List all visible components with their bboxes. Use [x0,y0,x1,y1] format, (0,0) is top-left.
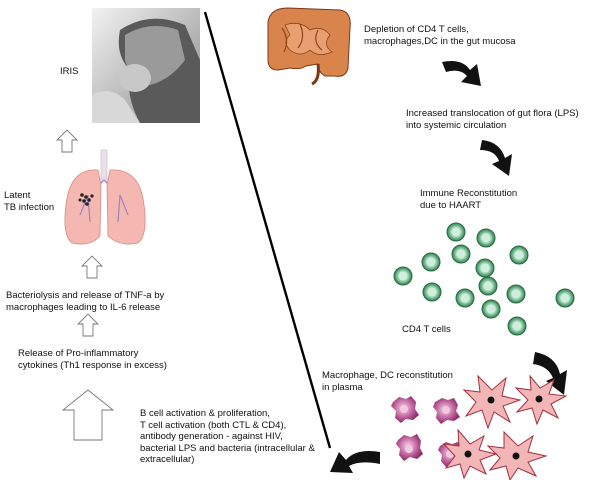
cd4-t-cell [422,282,442,302]
cd4-t-cell [451,244,471,264]
patient-photo [92,8,200,124]
up-arrow-large [61,389,115,441]
cd4-cell-cluster [393,222,575,336]
up-arrow-3 [76,313,100,337]
b-cell-activation-label: B cell activation & proliferation, T cel… [140,408,315,465]
macrophage-reconstitution-label: Macrophage, DC reconstitution in plasma [322,370,453,393]
macrophage-cell [391,396,419,423]
dendritic-cell [442,428,498,480]
cd4-t-cell [475,258,495,278]
dendritic-cluster [442,374,568,480]
cd4-t-cell [507,316,527,336]
up-arrow-1 [55,129,79,153]
bacteriolysis-label: Bacteriolysis and release of TNF-a by ma… [6,290,165,313]
dendritic-cell [486,430,548,480]
iris-label: IRIS [60,66,79,77]
cd4-t-cell [476,228,496,248]
proinflammatory-label: Release of Pro-inflammatory cytokines (T… [18,348,167,371]
cd4-t-cell [393,266,413,286]
cd4-cells-label: CD4 T cells [402,324,451,335]
translocation-label: Increased translocation of gut flora (LP… [406,108,579,131]
cd4-t-cell [446,222,466,242]
latent-tb-label: Latent TB infection [4,190,55,213]
cd4-t-cell [506,284,526,304]
cd4-t-cell [455,288,475,308]
cd4-t-cell [478,276,498,296]
cd4-t-cell [481,299,501,319]
lungs-illustration [64,149,146,245]
left-flow-arrows [55,129,115,441]
cd4-t-cell [555,288,575,308]
curved-arrows [330,61,567,473]
intestine-illustration [267,7,351,86]
macrophage-cell [396,434,423,461]
macrophage-cell [433,398,460,424]
up-arrow-2 [80,255,104,279]
immune-reconstitution-label: Immune Reconstitution due to HAART [420,188,518,211]
macrophage-cluster [391,396,464,467]
cd4-t-cell [421,252,441,272]
dendritic-cell [514,374,568,426]
curved-arrow-2 [480,140,512,176]
cd4-t-cell [509,245,529,265]
curved-arrow-1 [442,61,481,86]
dendritic-cell [462,374,522,430]
curved-arrow-4 [330,451,380,473]
curved-arrow-3 [533,352,567,395]
depletion-label: Depletion of CD4 T cells, macrophages,DC… [364,24,516,47]
divider-line [203,11,332,449]
